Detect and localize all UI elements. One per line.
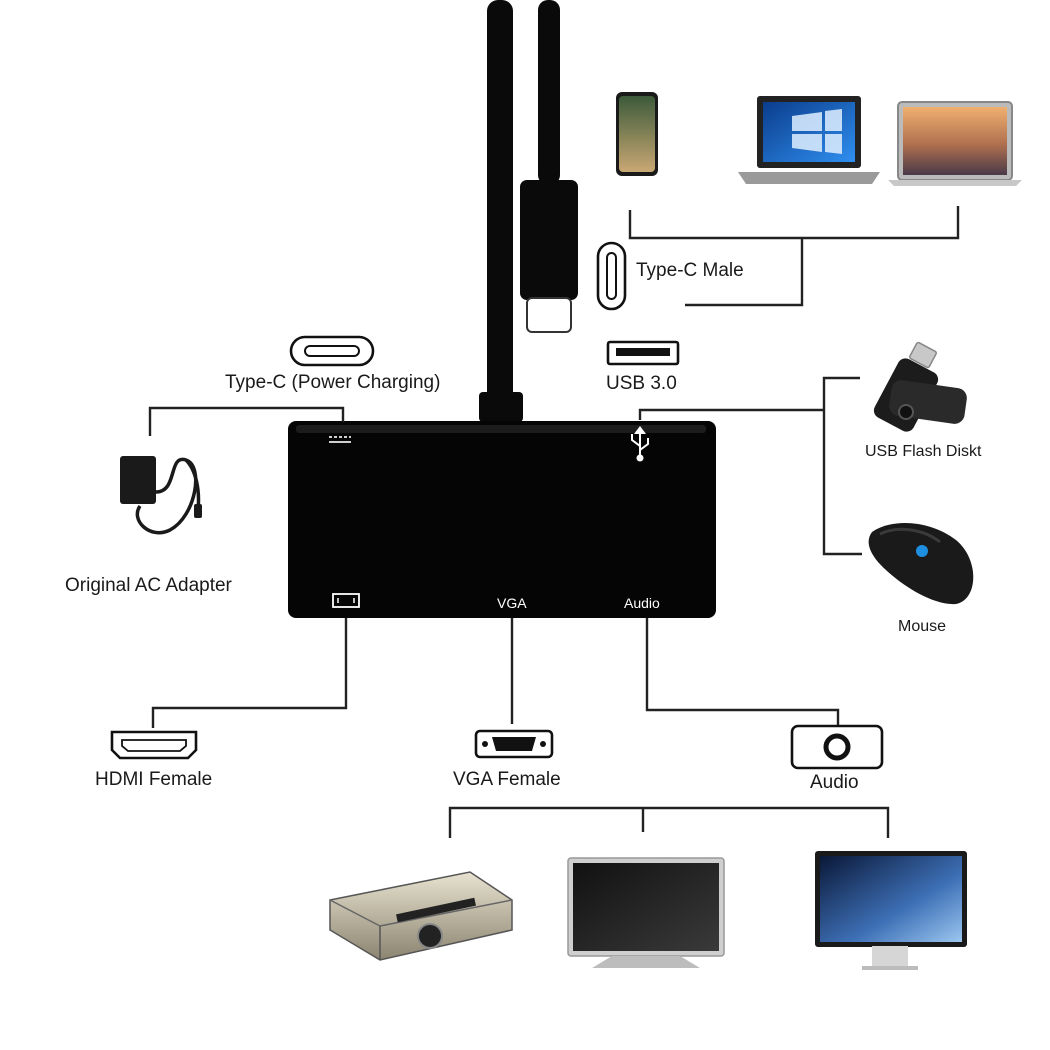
smartphone-icon (616, 92, 658, 176)
laptop-windows-icon (738, 96, 880, 184)
hub-hdmi-port-icon (332, 593, 360, 608)
usb-flash-drive-icon (873, 341, 967, 432)
projector-icon (329, 871, 513, 961)
hdmi-port-icon (110, 730, 198, 760)
imac-icon (815, 851, 967, 970)
hub-power-port-icon (329, 436, 351, 443)
hdmi-connector-line (151, 618, 348, 728)
hdmi-female-label: HDMI Female (95, 769, 212, 790)
type-c-power-label: Type-C (Power Charging) (225, 372, 440, 393)
ac-adapter-label: Original AC Adapter (65, 575, 233, 596)
cable (479, 0, 560, 422)
usb3-label: USB 3.0 (606, 373, 677, 394)
vga-port-icon (474, 729, 554, 759)
ac-adapter-icon (120, 456, 202, 535)
monitor-icon (567, 857, 725, 968)
vga-female-label: VGA Female (453, 769, 561, 790)
displays-connector (448, 806, 890, 838)
type-c-male-plug (520, 180, 578, 333)
usb-a-port-icon (606, 340, 680, 366)
gaming-mouse-icon (868, 522, 974, 605)
type-c-power-icon (289, 335, 375, 367)
top-devices-connector (628, 206, 960, 307)
audio-label: Audio (810, 772, 859, 793)
type-c-male-icon (596, 241, 627, 311)
hub-body (288, 421, 716, 618)
usb-flash-label: USB Flash Diskt (865, 443, 982, 460)
mouse-label: Mouse (898, 618, 946, 635)
ac-adapter-connector (148, 406, 345, 436)
laptop-mac-icon (888, 101, 1022, 186)
usb-peripherals-connector (638, 376, 862, 556)
audio-jack-icon (790, 724, 884, 770)
hub-vga-label: VGA (497, 595, 527, 611)
hub-audio-label: Audio (624, 595, 660, 611)
hub-usb-symbol-icon (631, 426, 649, 462)
audio-connector-line (645, 618, 840, 726)
type-c-male-label: Type-C Male (636, 260, 744, 281)
